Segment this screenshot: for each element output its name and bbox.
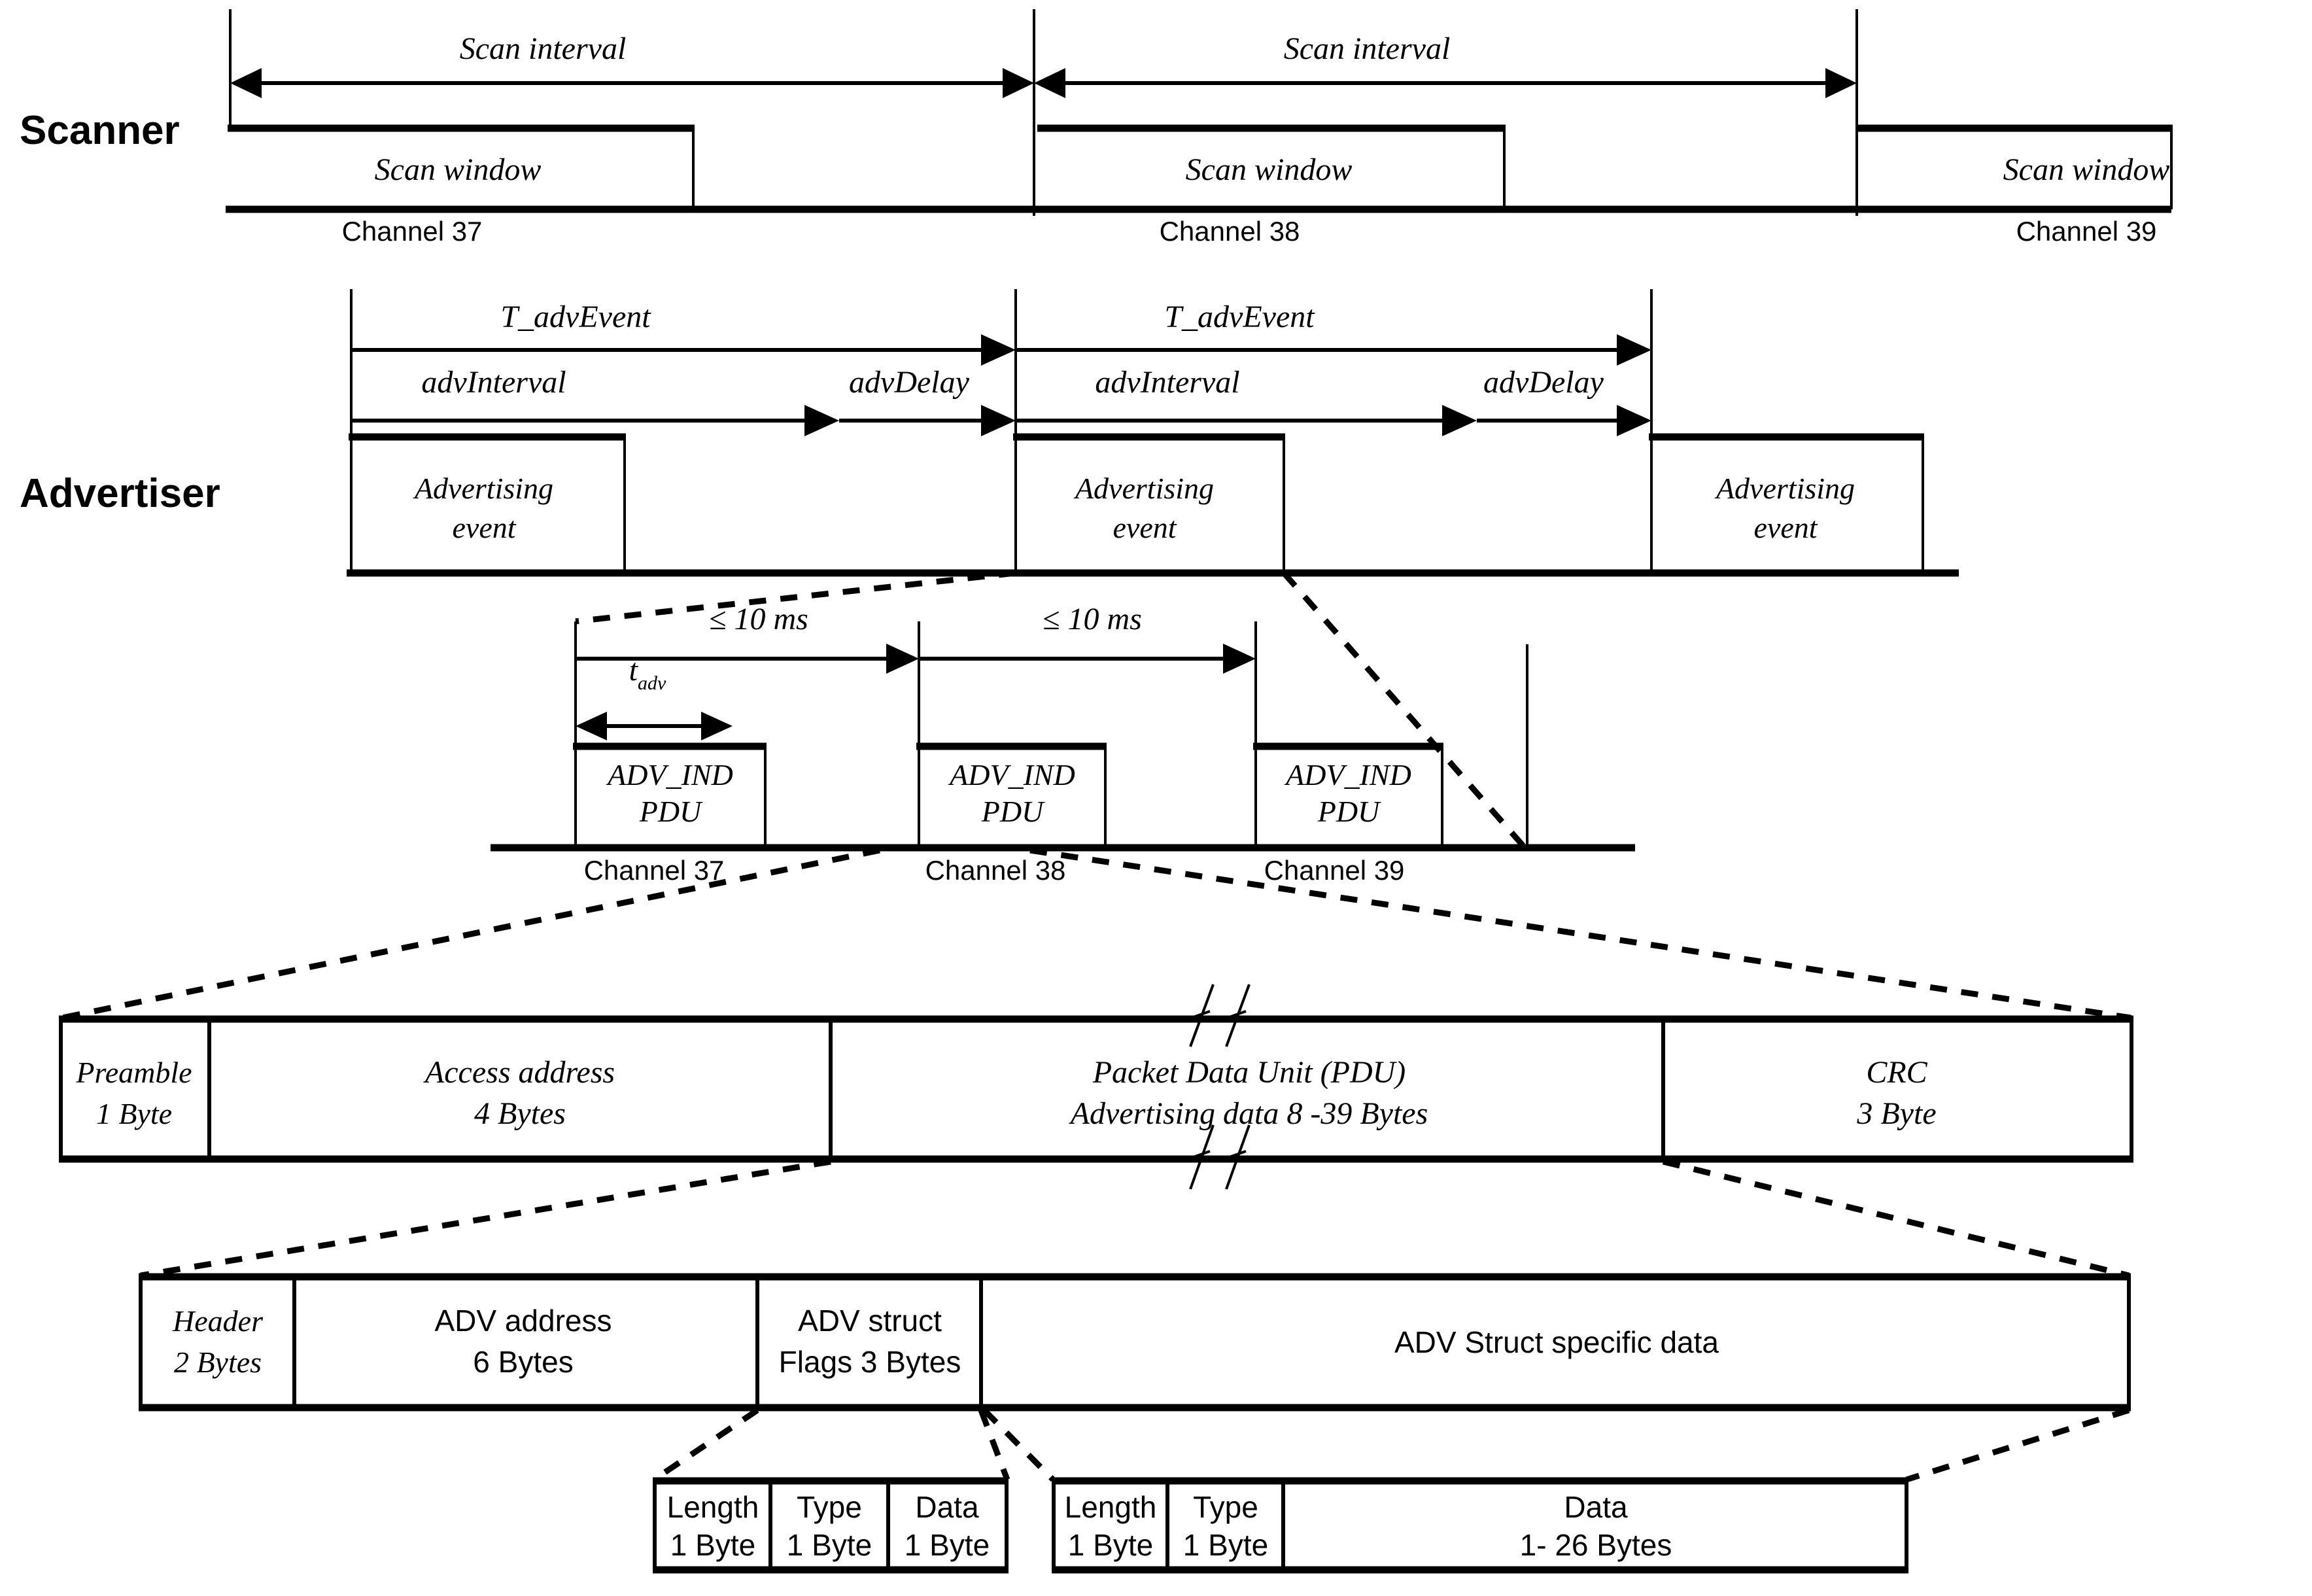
- advinterval-arrow-1: [351, 405, 839, 436]
- data-struct-size-3: 1- 26 Bytes: [1520, 1528, 1672, 1562]
- expand-line-pdu-left: [140, 1158, 831, 1279]
- advdelay-label-2: advDelay: [1483, 365, 1604, 400]
- adv-ind-pdu-label-3a: ADV_IND: [1284, 758, 1411, 791]
- adv-ind-channel-2: Channel 38: [925, 855, 1066, 886]
- flags-struct-name-2: Type: [797, 1490, 862, 1524]
- gap-label-1: ≤ 10 ms: [709, 602, 808, 636]
- flags-struct-size-1: 1 Byte: [670, 1528, 755, 1562]
- data-struct-name-2: Type: [1193, 1490, 1258, 1524]
- scan-window-2: Scan window Channel 38: [1037, 124, 1506, 247]
- t-advevent-label-1: T_advEvent: [500, 300, 651, 334]
- pdu-field-name-1: Header: [172, 1304, 264, 1338]
- scanner-row: Scan interval Scan interval Scan window …: [226, 9, 2173, 247]
- break-mark-top: [1187, 984, 1251, 1047]
- flags-struct-name-1: Length: [667, 1490, 759, 1524]
- packet-field-name-1: Preamble: [75, 1056, 192, 1089]
- adv-ind-pdu-label-1a: ADV_IND: [606, 758, 733, 791]
- adv-ind-pdu-label-1b: PDU: [639, 795, 703, 828]
- pdu-field-name-4: ADV Struct specific data: [1394, 1325, 1719, 1359]
- data-struct-row: Length 1 Byte Type 1 Byte Data 1- 26 Byt…: [1052, 1477, 1908, 1574]
- expand-line-packet-left: [61, 847, 880, 1021]
- advdelay-arrow-2: [1477, 405, 1651, 436]
- scan-window-channel-3: Channel 39: [2016, 216, 2157, 247]
- data-struct-size-2: 1 Byte: [1183, 1528, 1268, 1562]
- advertising-event-label-3a: Advertising: [1714, 472, 1855, 505]
- scan-window-channel-1: Channel 37: [342, 216, 483, 247]
- adv-ind-detail-row: ≤ 10 ms ≤ 10 ms tadv ADV_IND PDU Channel…: [491, 602, 1635, 886]
- t-adv-arrow: [576, 712, 733, 740]
- packet-field-name-4: CRC: [1866, 1055, 1927, 1090]
- advdelay-label-1: advDelay: [849, 365, 970, 400]
- gap-arrow-1: [576, 644, 919, 674]
- advinterval-label-2: advInterval: [1095, 365, 1239, 400]
- advertising-event-2: Advertising event: [1013, 433, 1285, 573]
- pdu-field-size-1: 2 Bytes: [174, 1345, 262, 1379]
- row-label-scanner: Scanner: [20, 108, 180, 153]
- t-adv-label: tadv: [629, 653, 666, 694]
- t-advevent-arrow-2: [1016, 334, 1651, 366]
- flags-struct-row: Length 1 Byte Type 1 Byte Data 1 Byte: [653, 1477, 1009, 1574]
- scan-interval-arrow-2: [1034, 68, 1857, 98]
- pdu-field-size-2: 6 Bytes: [473, 1345, 573, 1379]
- row-label-advertiser: Advertiser: [20, 471, 220, 516]
- pdu-row: Header 2 Bytes ADV address 6 Bytes ADV s…: [139, 1273, 2131, 1412]
- adv-ind-channel-3: Channel 39: [1264, 855, 1405, 886]
- expand-line-pdu-right: [1662, 1158, 2130, 1279]
- pdu-field-name-3: ADV struct: [798, 1304, 942, 1338]
- expand-line-packet-right: [1029, 847, 2131, 1021]
- advertising-event-3: Advertising event: [1649, 433, 1924, 573]
- expand-line-flags-right: [978, 1409, 1010, 1481]
- break-mark-bottom: [1187, 1124, 1251, 1190]
- expand-line-advevent-left: [575, 570, 1016, 625]
- t-advevent-arrow-1: [351, 334, 1016, 366]
- advertising-event-label-2a: Advertising: [1073, 472, 1214, 505]
- advertiser-row: T_advEvent T_advEvent advInterval advDel…: [347, 289, 1959, 577]
- adv-ind-channel-1: Channel 37: [584, 855, 725, 886]
- flags-struct-size-2: 1 Byte: [787, 1528, 872, 1562]
- adv-ind-pdu-2: ADV_IND PDU Channel 38: [916, 742, 1107, 886]
- adv-ind-pdu-label-2a: ADV_IND: [948, 758, 1075, 791]
- advertising-event-label-1b: event: [452, 511, 516, 544]
- packet-field-size-3: Advertising data 8 -39 Bytes: [1069, 1096, 1428, 1131]
- flags-struct-size-3: 1 Byte: [905, 1528, 990, 1562]
- gap-label-2: ≤ 10 ms: [1043, 602, 1142, 636]
- flags-struct-name-3: Data: [915, 1490, 979, 1524]
- t-advevent-label-2: T_advEvent: [1164, 300, 1315, 334]
- adv-ind-pdu-label-2b: PDU: [981, 795, 1045, 828]
- packet-field-name-2: Access address: [423, 1055, 615, 1090]
- scan-window-label-3: Scan window: [2003, 152, 2170, 187]
- pdu-field-size-3: Flags 3 Bytes: [779, 1345, 961, 1379]
- scan-window-label-1: Scan window: [375, 152, 542, 187]
- advertising-event-label-3b: event: [1753, 511, 1818, 544]
- expand-line-data-left: [982, 1408, 1056, 1482]
- advdelay-arrow-1: [839, 405, 1016, 436]
- adv-ind-pdu-3: ADV_IND PDU Channel 39: [1253, 742, 1443, 886]
- scan-window-1: Scan window Channel 37: [228, 124, 695, 247]
- advertising-event-label-2b: event: [1113, 511, 1177, 544]
- advertising-event-label-1a: Advertising: [413, 472, 553, 505]
- data-struct-name-1: Length: [1065, 1490, 1157, 1524]
- packet-field-name-3: Packet Data Unit (PDU): [1092, 1055, 1406, 1090]
- packet-field-size-4: 3 Byte: [1856, 1096, 1936, 1131]
- scan-interval-label-2: Scan interval: [1284, 31, 1451, 66]
- data-struct-name-3: Data: [1564, 1490, 1628, 1524]
- advertising-event-1: Advertising event: [349, 433, 626, 573]
- packet-row: Preamble 1 Byte Access address 4 Bytes P…: [59, 984, 2133, 1190]
- expand-line-data-right: [1905, 1407, 2130, 1483]
- data-struct-size-1: 1 Byte: [1068, 1528, 1153, 1562]
- packet-field-size-2: 4 Bytes: [474, 1096, 566, 1131]
- scan-interval-label-1: Scan interval: [460, 31, 627, 66]
- scan-interval-arrow-1: [230, 68, 1034, 98]
- scan-window-3: Scan window Channel 39: [1858, 124, 2173, 247]
- adv-ind-pdu-label-3b: PDU: [1317, 795, 1381, 828]
- pdu-field-name-2: ADV address: [434, 1304, 612, 1338]
- scan-window-label-2: Scan window: [1186, 152, 1353, 187]
- packet-field-size-1: 1 Byte: [96, 1097, 172, 1130]
- gap-arrow-2: [919, 644, 1256, 674]
- scan-window-channel-2: Channel 38: [1160, 216, 1300, 247]
- adv-ind-pdu-1: ADV_IND PDU Channel 37: [573, 742, 767, 886]
- expand-line-flags-left: [652, 1408, 759, 1482]
- advinterval-label-1: advInterval: [421, 365, 566, 400]
- advinterval-arrow-2: [1016, 405, 1477, 436]
